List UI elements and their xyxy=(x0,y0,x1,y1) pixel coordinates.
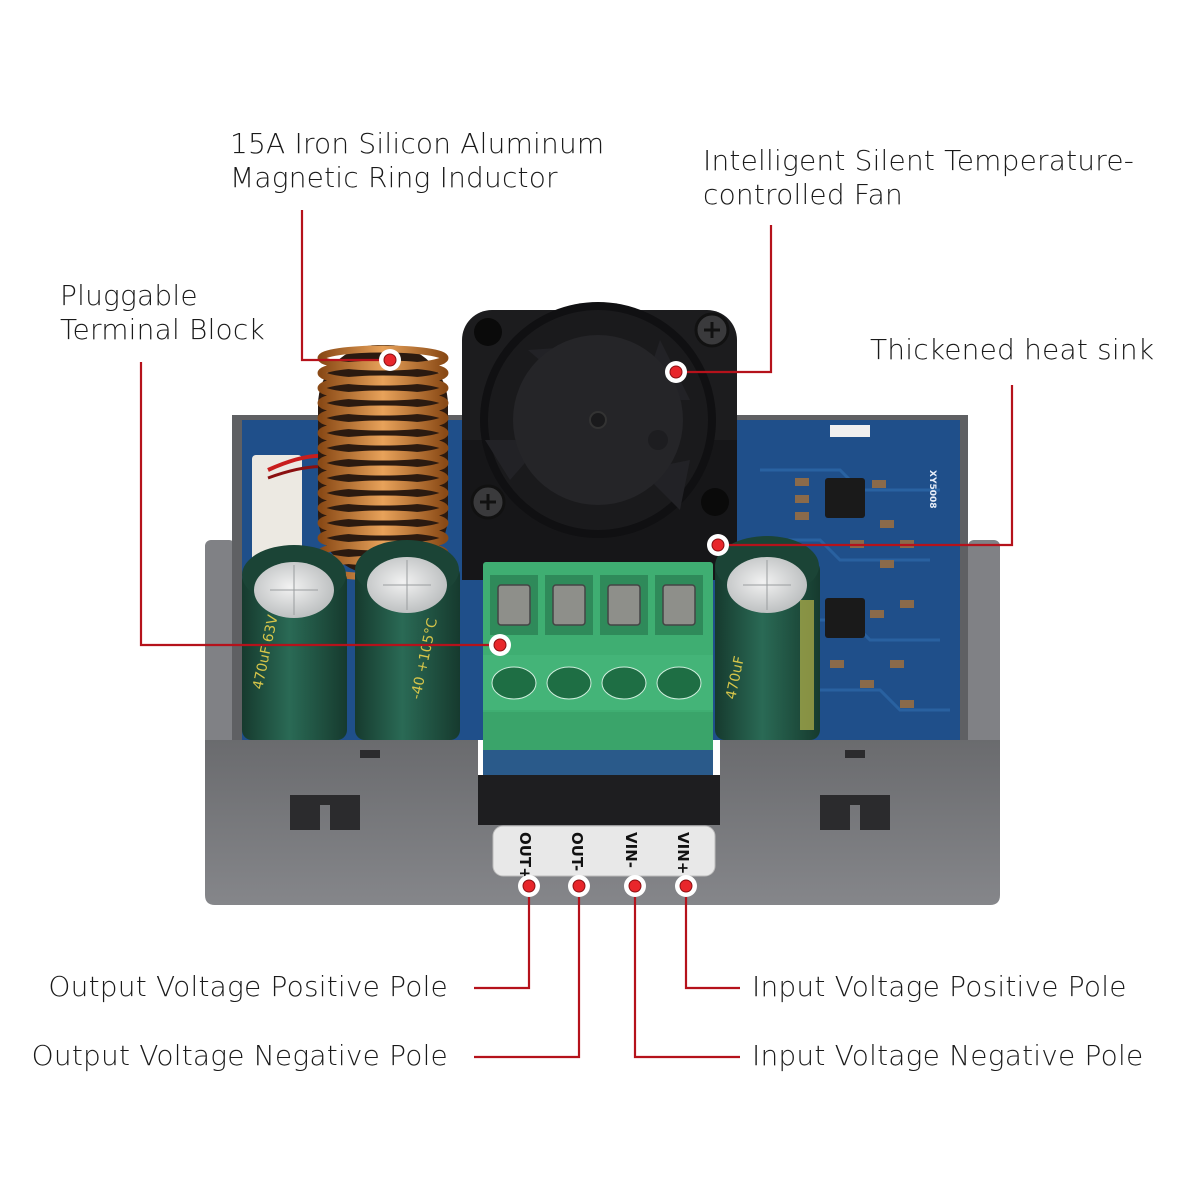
capacitor-right: 470uF xyxy=(715,536,820,740)
callout-line-vin-pos xyxy=(684,886,740,990)
marker-terminal-block xyxy=(489,634,511,656)
callout-lines xyxy=(139,210,1014,1059)
terminal-label: VIN- xyxy=(622,832,640,868)
callout-line-vin-neg xyxy=(633,886,740,1059)
callout-label-vin-pos: Input Voltage Positive Pole xyxy=(752,970,1127,1003)
callout-label-out-pos: Output Voltage Positive Pole xyxy=(48,970,448,1003)
callout-label-fan: Intelligent Silent Temperature- controll… xyxy=(703,144,1135,211)
terminal-label: OUT- xyxy=(568,832,586,871)
callout-label-vin-neg: Input Voltage Negative Pole xyxy=(752,1039,1144,1072)
terminal-label: OUT+ xyxy=(516,832,534,880)
terminal-screw-hole xyxy=(656,666,702,700)
callout-label-terminal-block: Pluggable Terminal Block xyxy=(60,279,265,346)
callout-line-inductor xyxy=(300,210,390,362)
ic-chip xyxy=(825,478,865,518)
marker-fan xyxy=(665,361,687,383)
callout-line-out-neg xyxy=(474,886,581,1059)
marker-vin-pos xyxy=(675,875,697,897)
marker-out-neg xyxy=(568,875,590,897)
callout-line-out-pos xyxy=(474,886,531,990)
terminal-label-plate xyxy=(492,825,716,877)
callout-label-heat-sink: Thickened heat sink xyxy=(870,333,1155,366)
callout-line-heatsink xyxy=(718,385,1014,547)
capacitor-left-2: -40 +105°C xyxy=(355,540,460,740)
cooling-fan xyxy=(462,302,737,580)
terminal-label: VIN+ xyxy=(674,832,692,874)
fan-connector xyxy=(252,455,302,565)
terminal-screw-hole xyxy=(601,666,647,700)
terminal-block xyxy=(483,562,713,775)
pcb-model-label: XY5008 xyxy=(927,470,937,509)
housing-front: OUT+ OUT- VIN- VIN+ xyxy=(205,740,1000,905)
terminal-screw-hole xyxy=(491,666,537,700)
capacitor-left-1: 470uF 63V xyxy=(242,545,347,740)
toroid-inductor xyxy=(317,345,449,581)
terminal-screw-hole xyxy=(546,666,592,700)
ic-chip xyxy=(825,598,865,638)
marker-inductor xyxy=(379,349,401,371)
marker-vin-neg xyxy=(624,875,646,897)
callout-line-terminal-block xyxy=(139,362,500,647)
marker-out-pos xyxy=(518,875,540,897)
callout-label-out-neg: Output Voltage Negative Pole xyxy=(31,1039,448,1072)
callout-label-inductor: 15A Iron Silicon Aluminum Magnetic Ring … xyxy=(230,127,605,194)
callout-line-fan xyxy=(676,225,773,374)
marker-heat-sink xyxy=(707,534,729,556)
